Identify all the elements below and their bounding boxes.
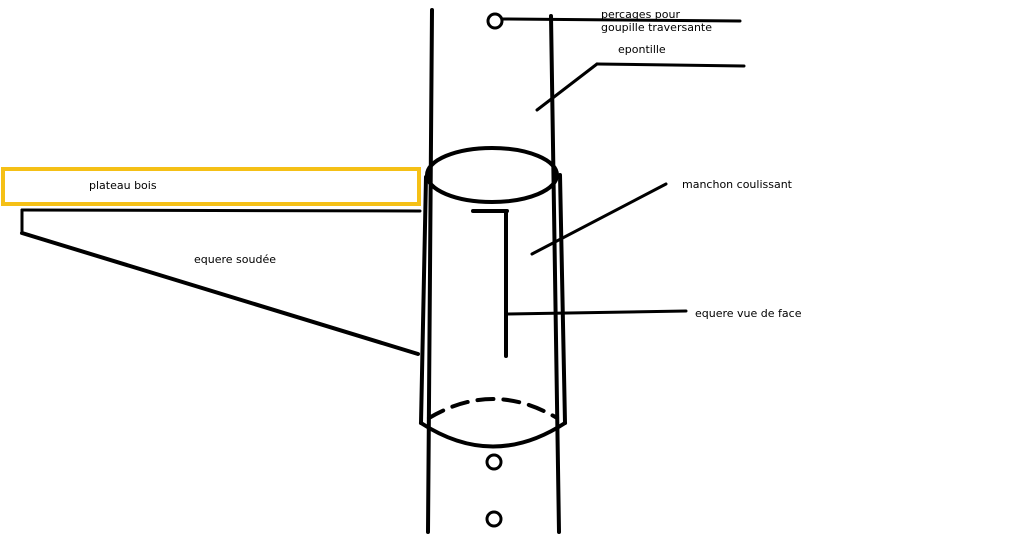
pin-hole-middle	[485, 453, 503, 471]
pin-hole-top	[486, 12, 504, 30]
epontille-left-edge	[426, 8, 434, 534]
percages-leader	[500, 17, 742, 23]
pin-hole-bottom	[485, 510, 503, 528]
sleeve-left-side	[419, 175, 428, 425]
label-epontille: epontille	[618, 43, 666, 56]
welded-square-top	[20, 208, 422, 213]
sleeve-bottom-front	[419, 421, 567, 449]
label-manchon-coulissant: manchon coulissant	[682, 178, 792, 191]
sleeve-right-side	[558, 173, 567, 425]
label-percages-line1: percages pour	[601, 8, 681, 21]
epontille-leader-diagonal	[535, 62, 599, 112]
label-percages-line2: goupille traversante	[601, 21, 712, 34]
manchon-leader	[530, 182, 668, 256]
label-equere-soudee: equere soudée	[194, 253, 276, 266]
welded-square-brace	[20, 231, 420, 356]
label-plateau-bois: plateau bois	[89, 179, 157, 192]
epontille-right-edge	[549, 14, 561, 534]
equere-face-leader	[504, 309, 688, 316]
sleeve-top-ellipse	[425, 146, 559, 204]
label-equere-vue-de-face: equere vue de face	[695, 307, 802, 320]
sleeve-bottom-back-dashed	[427, 397, 559, 420]
epontille-leader-horizontal	[595, 62, 746, 68]
wood-plank	[1, 167, 421, 206]
